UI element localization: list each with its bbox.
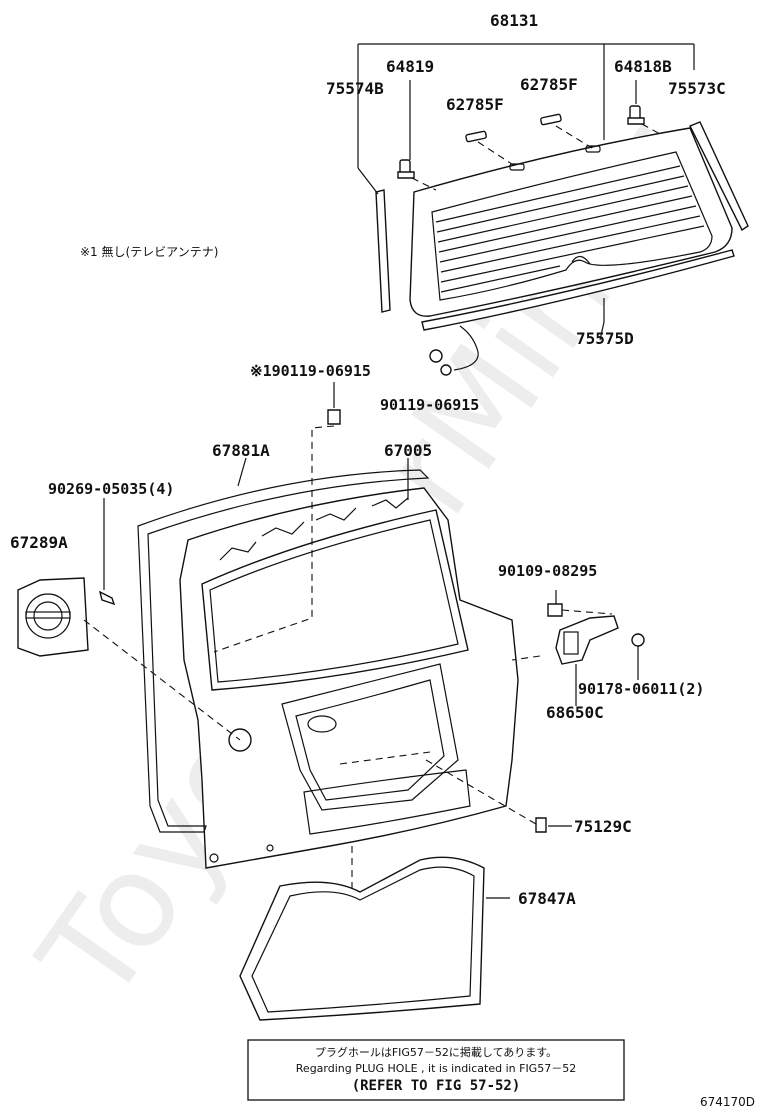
screw-90269 (98, 590, 116, 606)
label-67289A: 67289A (10, 533, 68, 552)
label-67005: 67005 (384, 441, 432, 460)
moulding-75573C (689, 121, 749, 232)
bolt-90119-star (327, 409, 341, 425)
label-62785F-left: 62785F (446, 95, 504, 114)
trim-board-67847A (239, 856, 485, 1021)
label-68131: 68131 (490, 11, 538, 30)
ref-line-en: Regarding PLUG HOLE , it is indicated in… (296, 1062, 576, 1075)
clip-75129C (535, 817, 547, 833)
defroster-grid (435, 165, 705, 293)
label-64819: 64819 (386, 57, 434, 76)
label-90178: 90178-06011(2) (578, 680, 704, 698)
bolt-90109 (547, 603, 563, 617)
nut-90178 (631, 633, 645, 647)
label-68650C: 68650C (546, 703, 604, 722)
label-67881A: 67881A (212, 441, 270, 460)
ref-line-fig: (REFER TO FIG 57-52) (352, 1078, 521, 1094)
hinge-68650C (555, 615, 619, 665)
label-64818B: 64818B (614, 57, 672, 76)
label-75575D: 75575D (576, 329, 634, 348)
spacer-62785F-left (465, 130, 487, 143)
moulding-75574B (375, 189, 391, 313)
label-90269: 90269-05035(4) (48, 480, 174, 498)
label-90109: 90109-08295 (498, 562, 597, 580)
label-90119: 90119-06915 (380, 396, 479, 414)
antenna-lead (453, 325, 479, 371)
ref-line-jp: プラグホールはFIG57－52に掲載してあります。 (315, 1045, 557, 1059)
label-75574B: 75574B (326, 79, 384, 98)
back-window-glass (409, 127, 733, 317)
reference-note-box: プラグホールはFIG57－52に掲載してあります。 Regarding PLUG… (247, 1039, 625, 1101)
stopper-64819 (397, 159, 415, 179)
antenna-note: ※1 無し(テレビアンテナ) (80, 244, 218, 259)
spacer-62785F-right (540, 113, 562, 126)
bolt-bottom (440, 364, 452, 376)
bolt-top (429, 349, 443, 363)
weatherstrip-67881A (137, 469, 430, 833)
back-door-panel (179, 487, 519, 869)
label-75573C: 75573C (668, 79, 726, 98)
moulding-75575D (421, 249, 735, 331)
label-75129C: 75129C (574, 817, 632, 836)
figure-id: 674170D (700, 1095, 755, 1109)
stopper-64818B (627, 105, 645, 125)
cover-67289A (17, 577, 89, 657)
label-62785F-right: 62785F (520, 75, 578, 94)
label-67847A: 67847A (518, 889, 576, 908)
label-90119-star: ※190119-06915 (250, 362, 371, 380)
